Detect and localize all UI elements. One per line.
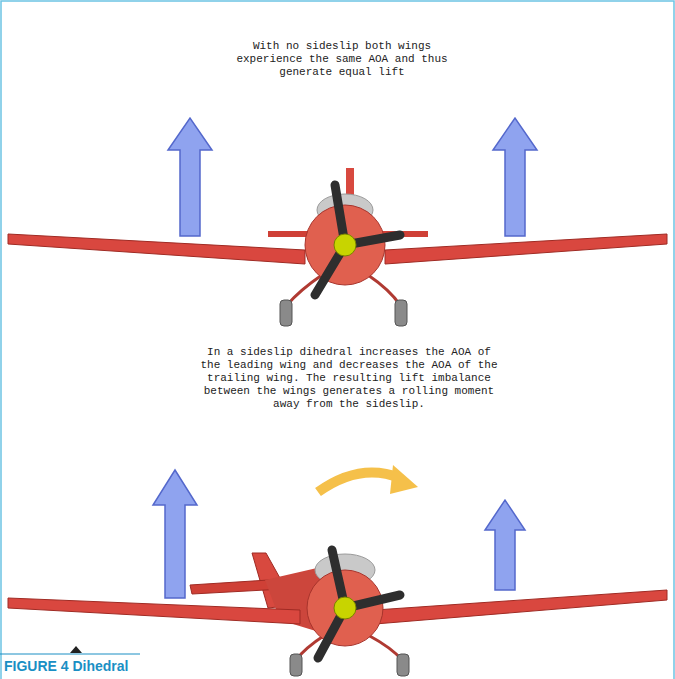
- annotation-note: In a sideslip dihedral increases the AOA…: [196, 346, 502, 411]
- annotation-note: With no sideslip both wings experience t…: [232, 40, 452, 79]
- figure-caption: FIGURE 4 Dihedral: [4, 658, 128, 674]
